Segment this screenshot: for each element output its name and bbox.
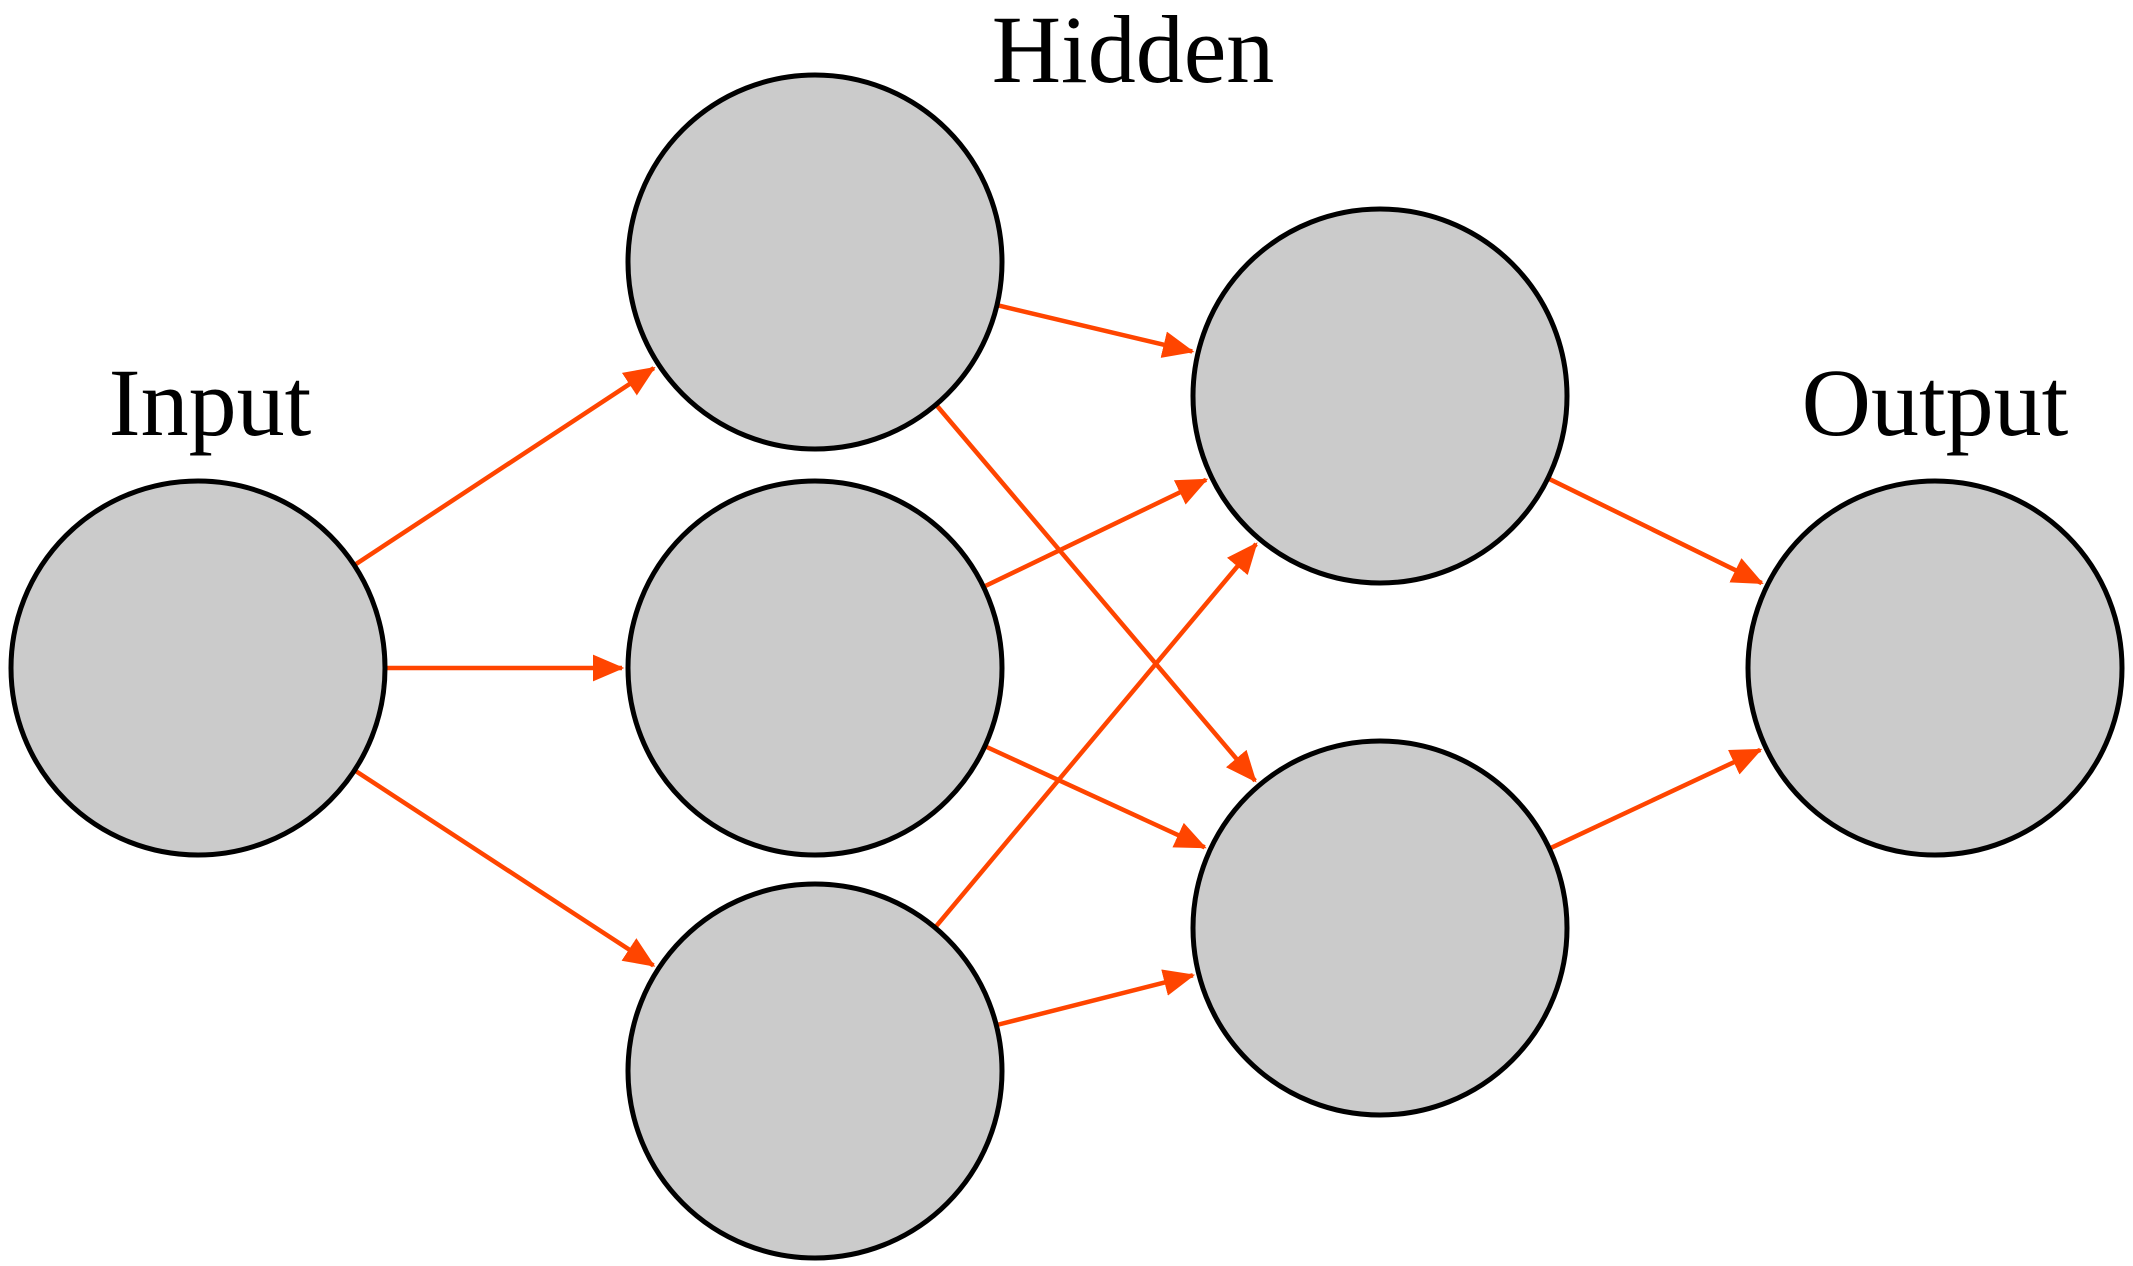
node-hidden2-1 (1190, 206, 1570, 586)
edge-hidden1-1-to-hidden2-1 (998, 303, 1195, 358)
output-layer-label: Output (1802, 349, 2069, 456)
nodes-group (8, 72, 2125, 1261)
node-output-1 (1745, 478, 2125, 858)
hidden-layer-label: Hidden (992, 0, 1275, 103)
node-input-1 (8, 478, 388, 858)
node-hidden1-1 (625, 72, 1005, 452)
edge-hidden1-2-to-hidden2-2 (985, 744, 1207, 850)
edge-hidden2-1-to-output-1 (1548, 477, 1764, 586)
edge-hidden1-3-to-hidden2-2 (997, 969, 1196, 1027)
edge-hidden2-2-to-output-1 (1550, 747, 1763, 850)
edge-hidden1-3-to-hidden2-1 (934, 542, 1258, 928)
edge-hidden1-1-to-hidden2-2 (935, 404, 1257, 783)
node-hidden1-3 (625, 881, 1005, 1261)
edge-input-1-to-hidden1-3 (355, 769, 656, 968)
edge-hidden1-2-to-hidden2-1 (984, 477, 1209, 589)
edge-input-1-to-hidden1-1 (354, 366, 656, 566)
edges-group (354, 303, 1764, 1027)
input-layer-label: Input (109, 349, 312, 456)
node-hidden2-2 (1190, 738, 1570, 1118)
node-hidden1-2 (625, 478, 1005, 858)
